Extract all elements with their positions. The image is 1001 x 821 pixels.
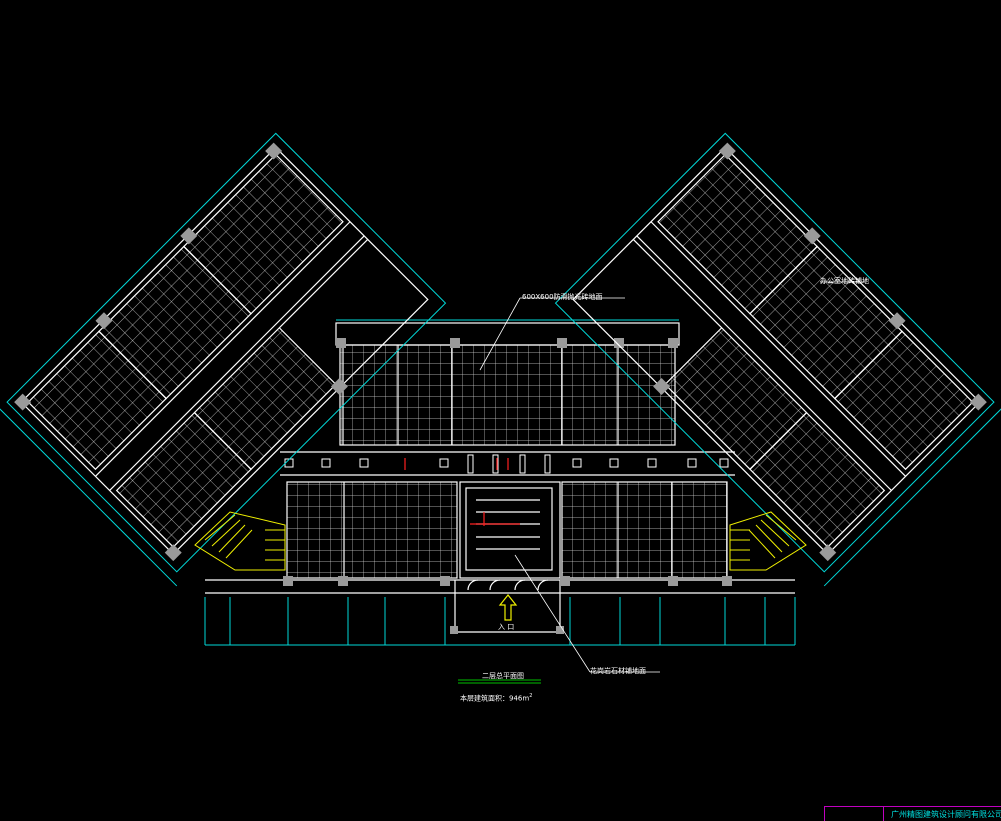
left-staircase	[194, 511, 286, 571]
left-wing	[0, 132, 447, 587]
plan-title: 二层总平面图	[482, 672, 524, 680]
red-markers	[404, 458, 520, 526]
entrance-label: 入 口	[498, 623, 515, 631]
title-block: 广州精图建筑设计顾问有限公司	[824, 806, 1001, 821]
company-name: 广州精图建筑设计顾问有限公司	[891, 810, 1001, 819]
leader-lines	[479, 281, 865, 673]
callout-top-label: 600X600防滑抛光砖地面	[522, 293, 603, 301]
corridor-columns	[284, 454, 729, 474]
callout-right-label: 办公室地砖铺地	[820, 277, 869, 285]
callout-bottom-label: 花岗岩石材铺地面	[590, 667, 646, 675]
entrance-arrow	[498, 594, 518, 621]
front-facade-lines	[204, 319, 796, 646]
central-wing	[205, 322, 795, 633]
right-staircase	[729, 511, 807, 571]
plan-title-underline	[458, 679, 541, 684]
area-label: 本层建筑面积：946m2	[460, 693, 533, 703]
structural-columns	[283, 338, 732, 634]
